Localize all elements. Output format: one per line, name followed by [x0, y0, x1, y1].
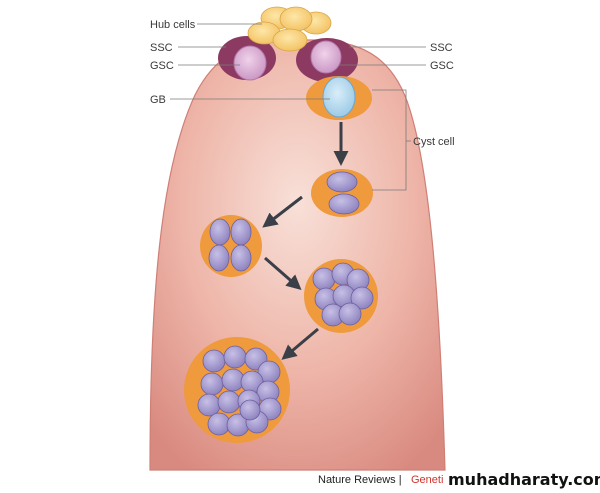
gsc-cell-right [310, 40, 342, 74]
progression-arrows [262, 122, 349, 360]
hub-cells [247, 6, 332, 52]
arrow-2cell-to-4cell [262, 195, 303, 228]
arrow-8cell-to-16cell [281, 327, 319, 360]
germ-cell [328, 193, 360, 215]
cyst-16-germ-cells [197, 345, 282, 437]
watermark: muhadharaty.com [448, 470, 600, 489]
leader-cyst-cell [372, 89, 407, 191]
label-gsc-left: GSC [150, 60, 174, 72]
cyst-4-cell [200, 215, 262, 277]
leader-lines [170, 23, 426, 191]
cyst-4-germ-cells [208, 218, 252, 272]
gsc-cell-left [233, 45, 267, 81]
cyst-8-germ-cells [312, 262, 374, 327]
label-ssc-left: SSC [150, 42, 173, 54]
gb-cell [322, 76, 356, 118]
label-cyst-cell: Cyst cell [413, 136, 455, 148]
credit-section: Geneti [411, 474, 443, 486]
label-gb: GB [150, 94, 166, 106]
germ-cell [326, 171, 358, 193]
credit-journal: Nature Reviews | [318, 474, 402, 486]
label-hub-cells: Hub cells [150, 19, 196, 31]
arrow-4cell-to-8cell [264, 256, 302, 290]
label-ssc-right: SSC [430, 42, 453, 54]
label-gsc-right: GSC [430, 60, 454, 72]
